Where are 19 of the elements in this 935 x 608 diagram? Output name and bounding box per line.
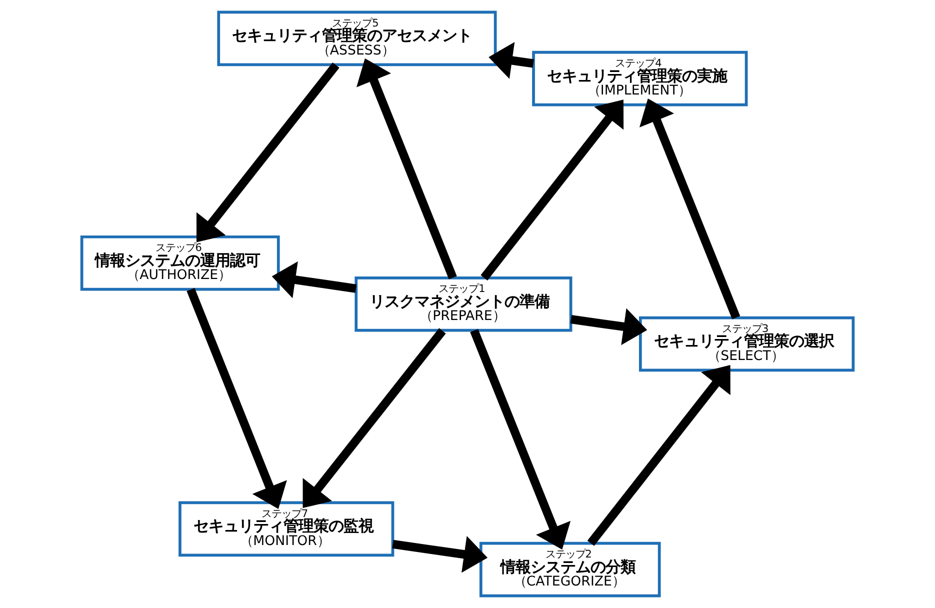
node-box: ステップ1 リスクマネジメントの準備 （PREPARE） (354, 276, 572, 332)
node-box: ステップ5 セキュリティ管理策のアセスメント （ASSESS） (217, 10, 497, 66)
arrow (356, 58, 457, 280)
node-box: ステップ7 セキュリティ管理策の監視 （MONITOR） (178, 501, 394, 557)
arrow (470, 328, 571, 550)
node-box: ステップ4 セキュリティ管理策の実施 （IMPLEMENT） (532, 50, 748, 106)
arrow (480, 100, 624, 280)
arrow (272, 261, 357, 298)
arrow (302, 328, 446, 508)
arrow (587, 365, 730, 546)
arrow (639, 98, 740, 320)
node-box: ステップ6 情報システムの運用認可 （AUTHORIZE） (80, 235, 280, 291)
arrow (570, 308, 648, 346)
arrow (488, 42, 534, 79)
arrow (196, 62, 340, 242)
arrow (186, 288, 287, 509)
arrow (392, 536, 488, 573)
node-box: ステップ3 セキュリティ管理策の選択 （SELECT） (638, 316, 855, 372)
node-box: ステップ2 情報システムの分類 （CATEGORIZE） (479, 542, 661, 598)
